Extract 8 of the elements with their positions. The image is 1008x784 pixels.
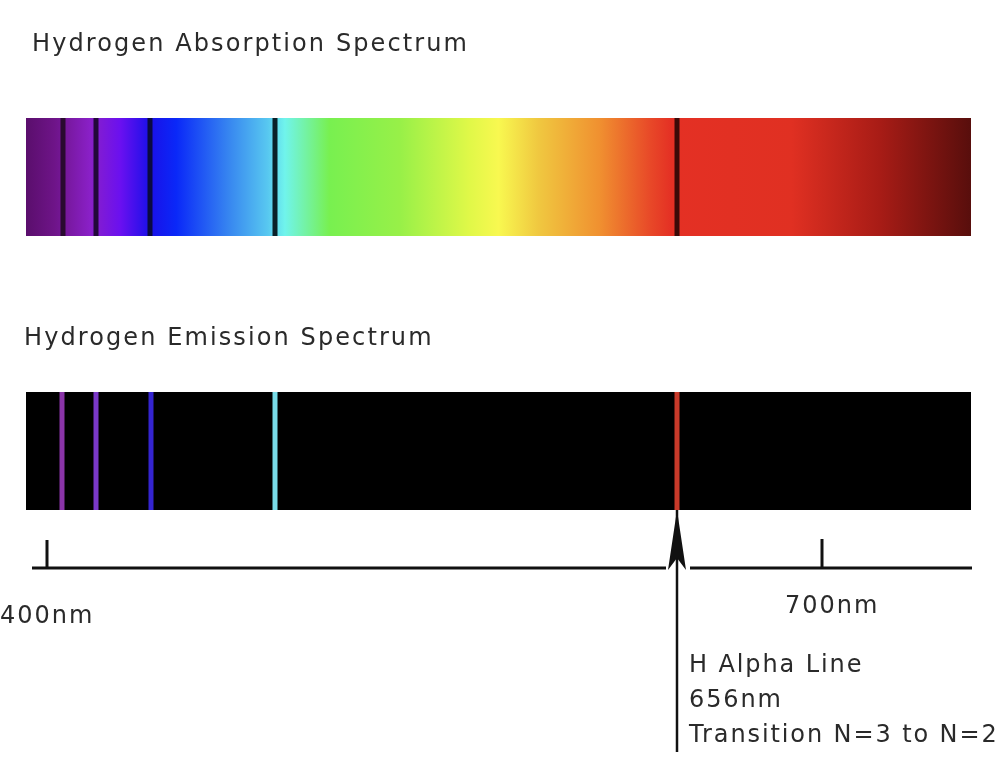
spectrum-heading: Hydrogen Absorption Spectrum [32, 28, 469, 58]
spectrum-heading: Hydrogen Emission Spectrum [24, 322, 434, 352]
tick-label: 400nm [0, 600, 95, 630]
tick-label: 700nm [785, 590, 880, 620]
transition-text: Transition N=3 to N=2 [689, 719, 1000, 750]
wavelength-text: 656nm [689, 684, 784, 715]
line-name-text: H Alpha Line [689, 649, 865, 680]
arrow [668, 510, 686, 752]
